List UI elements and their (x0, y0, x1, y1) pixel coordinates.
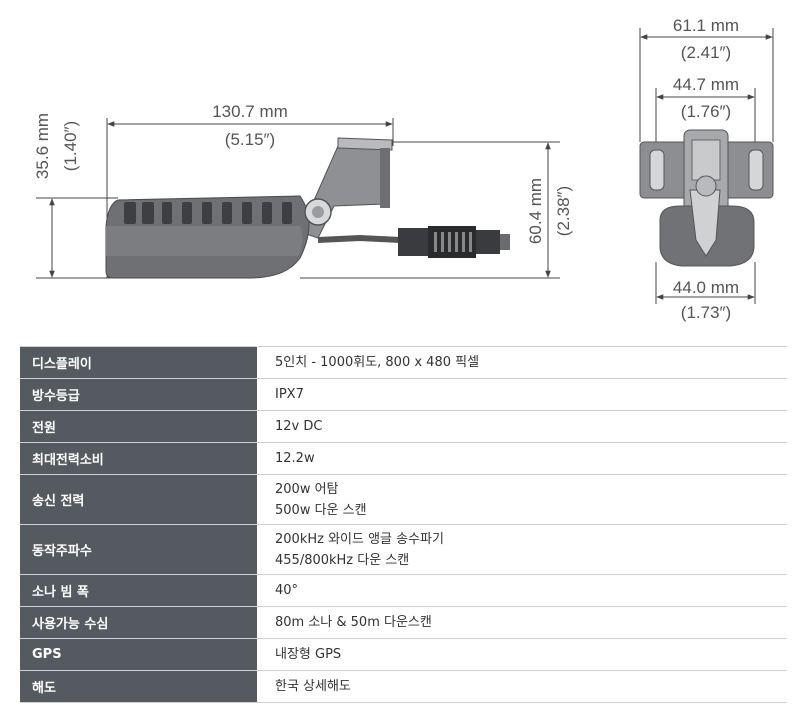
spec-value-line: IPX7 (275, 387, 304, 402)
spec-label: 소나 빔 폭 (20, 574, 258, 607)
length-in-label: (5.15″) (225, 130, 275, 149)
length-mm-label: 130.7 mm (212, 102, 288, 121)
spec-row: 최대전력소비 12.2w (20, 442, 787, 475)
inner-width-mm-label: 44.7 mm (673, 75, 739, 94)
bracket-width-mm-label: 61.1 mm (673, 16, 739, 35)
total-height-in-label: (2.38″) (554, 186, 573, 236)
spec-label: 전원 (20, 410, 258, 443)
spec-row: 전원 12v DC (20, 410, 787, 443)
bracket-width-in-label: (2.41″) (681, 43, 731, 62)
spec-value-line: 500w 다운 스캔 (275, 502, 367, 518)
front-view: 61.1 mm (2.41″) 44.7 mm (1.76″) 44.0 mm … (639, 16, 774, 322)
spec-label: 최대전력소비 (20, 442, 258, 475)
spec-label: GPS (20, 638, 258, 671)
body-height-in-label: (1.40″) (61, 121, 80, 171)
spec-row: 소나 빔 폭 40° (20, 574, 787, 607)
spec-value-line: 200w 어탐 (275, 481, 339, 497)
total-height-mm-label: 60.4 mm (526, 178, 545, 244)
spec-label: 동작주파수 (20, 524, 258, 575)
spec-value-line: 5인치 - 1000휘도, 800 x 480 픽셀 (275, 355, 480, 370)
spec-row: 방수등급 IPX7 (20, 378, 787, 411)
spec-row: GPS 내장형 GPS (20, 638, 787, 671)
spec-value: 40° (257, 574, 787, 607)
spec-value-line: 80m 소나 & 50m 다운스캔 (275, 615, 432, 630)
spec-label: 송신 전력 (20, 474, 258, 525)
spec-value: 12.2w (257, 442, 787, 475)
spec-value-line: 200kHz 와이드 앵글 송수파기 (275, 531, 444, 547)
spec-row: 사용가능 수심 80m 소나 & 50m 다운스캔 (20, 606, 787, 639)
spec-value-line: 12v DC (275, 419, 323, 434)
body-height-mm-label: 35.6 mm (33, 113, 52, 179)
side-view: 130.7 mm (5.15″) 35.6 mm (1.40″) 60.4 mm… (33, 102, 573, 279)
transducer-dimension-drawing: 130.7 mm (5.15″) 35.6 mm (1.40″) 60.4 mm… (33, 16, 774, 322)
inner-width-in-label: (1.76″) (681, 102, 731, 121)
spec-value: 200kHz 와이드 앵글 송수파기 455/800kHz 다운 스캔 (257, 524, 787, 575)
spec-label: 디스플레이 (20, 346, 258, 379)
spec-row: 디스플레이 5인치 - 1000휘도, 800 x 480 픽셀 (20, 346, 787, 379)
spec-row: 송신 전력 200w 어탐 500w 다운 스캔 (20, 474, 787, 525)
spec-label: 사용가능 수심 (20, 606, 258, 639)
bottom-width-mm-label: 44.0 mm (673, 278, 739, 297)
spec-label: 방수등급 (20, 378, 258, 411)
bottom-width-in-label: (1.73″) (681, 303, 731, 322)
spec-value: 내장형 GPS (257, 638, 787, 671)
spec-value-line: 12.2w (275, 451, 315, 466)
spec-value: 한국 상세해도 (257, 670, 787, 703)
spec-value-line: 한국 상세해도 (275, 679, 351, 694)
spec-value: IPX7 (257, 378, 787, 411)
spec-value-line: 내장형 GPS (275, 647, 342, 662)
spec-value-line: 40° (275, 583, 299, 598)
spec-value: 12v DC (257, 410, 787, 443)
spec-label: 해도 (20, 670, 258, 703)
spec-value: 80m 소나 & 50m 다운스캔 (257, 606, 787, 639)
spec-value-line: 455/800kHz 다운 스캔 (275, 552, 410, 568)
spec-row: 해도 한국 상세해도 (20, 670, 787, 703)
spec-row: 동작주파수 200kHz 와이드 앵글 송수파기 455/800kHz 다운 스캔 (20, 524, 787, 575)
spec-value: 5인치 - 1000휘도, 800 x 480 픽셀 (257, 346, 787, 379)
spec-value: 200w 어탐 500w 다운 스캔 (257, 474, 787, 525)
